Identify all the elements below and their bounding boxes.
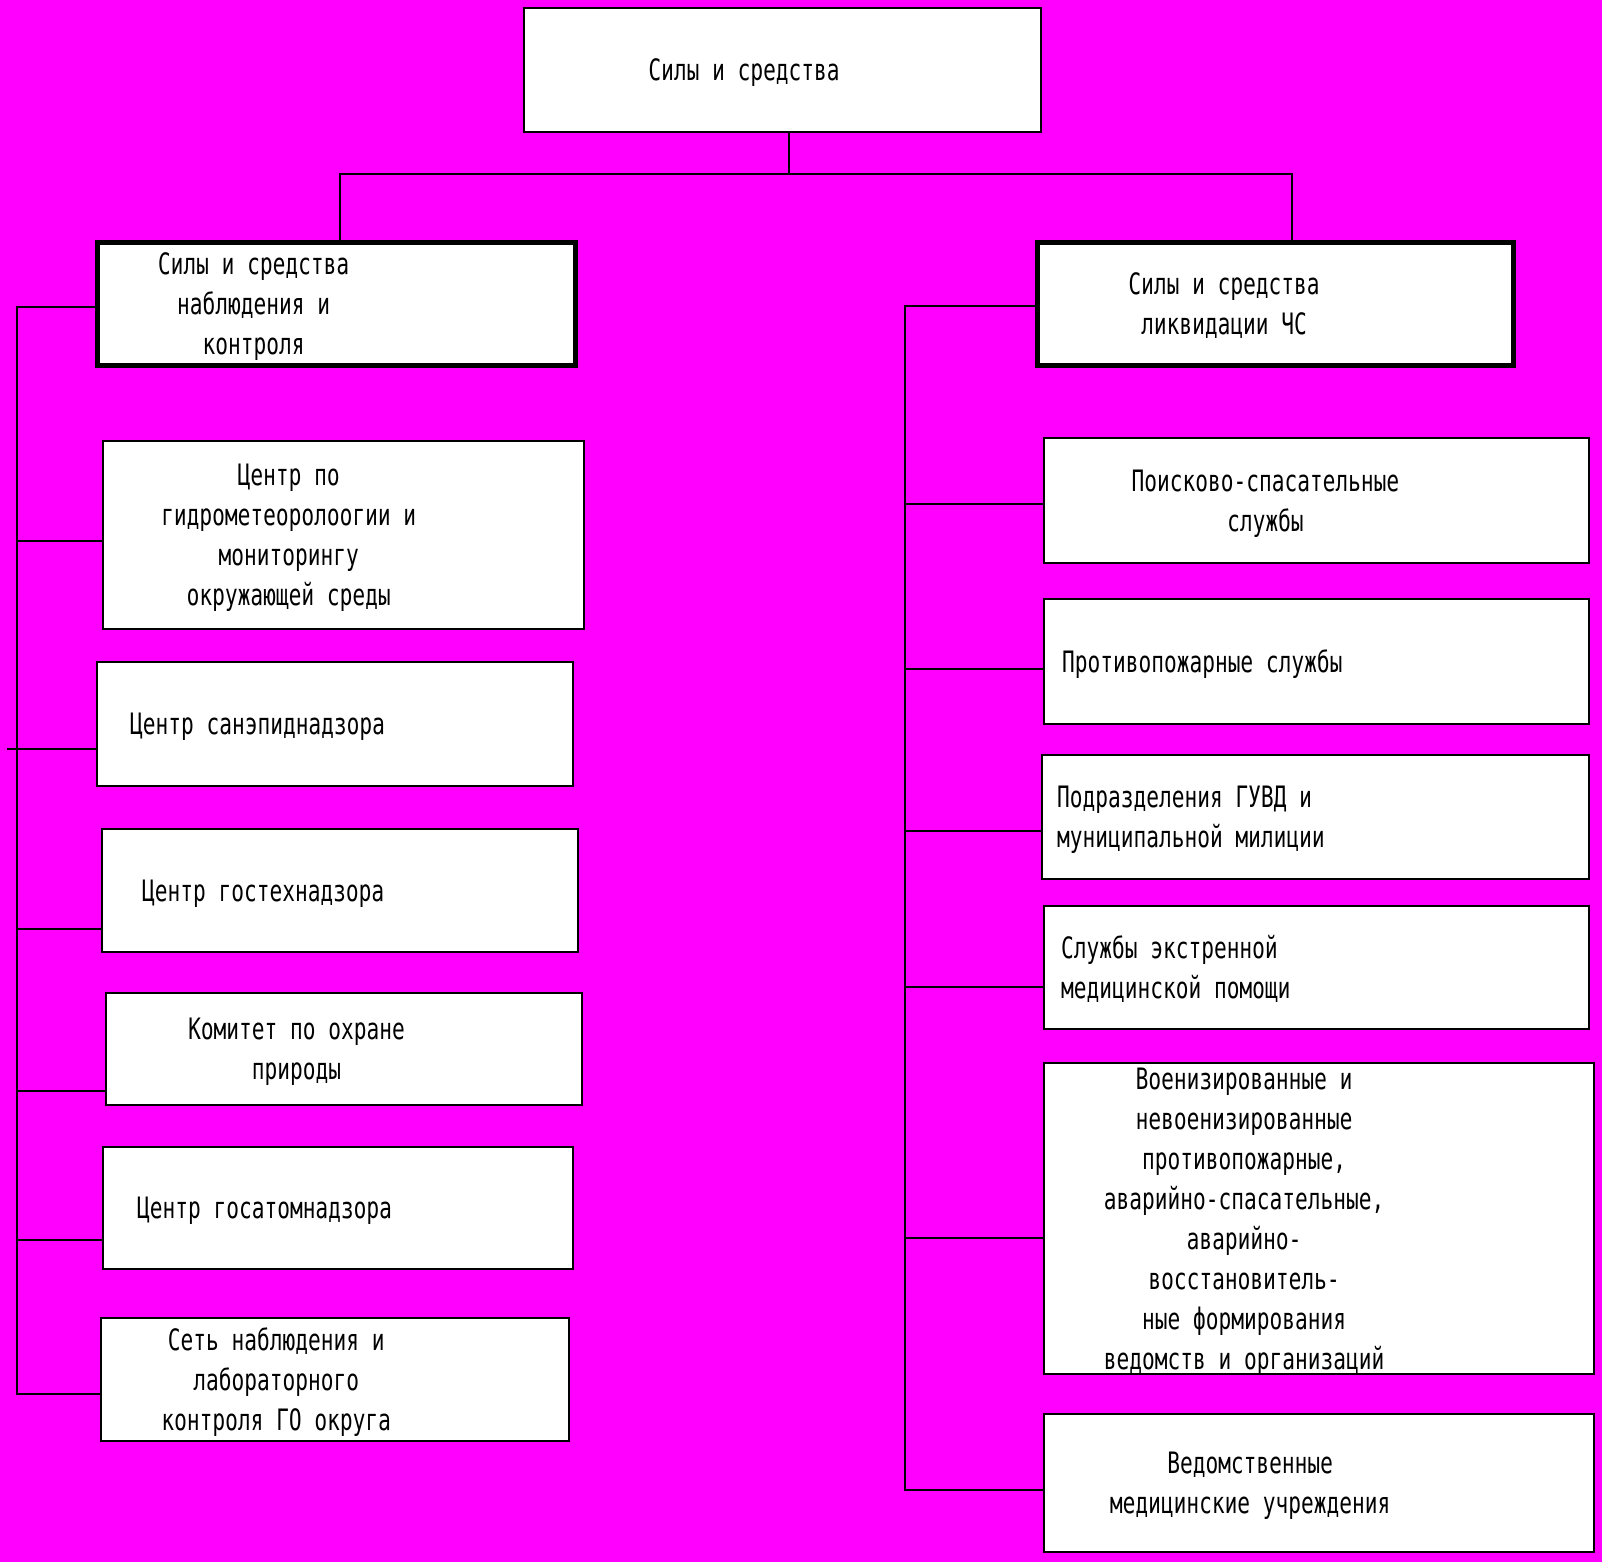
node-nature-protection-committee: Комитет по охране природы: [105, 992, 583, 1106]
connector-left-stub-3: [16, 928, 101, 930]
node-label: Комитет по охране природы: [187, 1012, 405, 1086]
node-label: Ведомственные медицинские учреждения: [1109, 1446, 1391, 1520]
connector-root-vertical: [788, 133, 790, 173]
node-observation-control-forces-header: Силы и средства наблюдения и контроля: [95, 240, 578, 368]
connector-left-stub-1: [16, 540, 102, 542]
connector-right-trunk: [904, 305, 906, 1490]
node-sanepidnadzor-center: Центр санэпиднадзора: [96, 661, 574, 787]
connector-left-trunk: [16, 306, 18, 1394]
connector-right-branch-drop: [1291, 173, 1293, 240]
connector-left-stub-header: [16, 306, 95, 308]
node-departmental-medical-institutions: Ведомственные медицинские учреждения: [1043, 1413, 1595, 1553]
node-label: Силы и средства: [647, 53, 840, 87]
connector-left-stub-2: [7, 748, 96, 750]
node-label: Центр гостехнадзора: [142, 873, 385, 908]
node-search-rescue-services: Поисково-спасательные службы: [1043, 437, 1590, 564]
node-gosatomnadzor-center: Центр госатомнадзора: [102, 1146, 574, 1270]
connector-left-stub-5: [16, 1239, 102, 1241]
connector-right-stub-2: [904, 668, 1043, 670]
connector-left-branch-drop: [339, 173, 341, 240]
node-label: Подразделения ГУВД и муниципальной милиц…: [1057, 780, 1325, 854]
node-guvd-municipal-militia-units: Подразделения ГУВД и муниципальной милиц…: [1041, 754, 1590, 880]
node-label: Поисково-спасательные службы: [1131, 463, 1400, 538]
connector-right-stub-1: [904, 503, 1043, 505]
node-label: Силы и средства ликвидации ЧС: [1127, 267, 1320, 341]
connector-right-stub-5: [904, 1237, 1043, 1239]
node-forces-and-means-root: Силы и средства: [523, 7, 1042, 133]
node-gostekhnadzor-center: Центр гостехнадзора: [101, 828, 579, 953]
connector-right-stub-3: [904, 830, 1041, 832]
node-hydrometeorology-monitoring-center: Центр по гидрометеоролоогии и мониторинг…: [102, 440, 585, 630]
node-label: Силы и средства наблюдения и контроля: [157, 247, 350, 361]
connector-left-stub-4: [16, 1090, 105, 1092]
node-militarized-rescue-formations: Военизированные и невоенизированные прот…: [1043, 1062, 1595, 1376]
node-label: Центр по гидрометеоролоогии и мониторинг…: [161, 458, 416, 612]
connector-branch-split: [339, 173, 1293, 175]
connector-right-stub-6: [904, 1489, 1043, 1491]
connector-left-stub-6: [16, 1393, 100, 1395]
node-label: Военизированные и невоенизированные прот…: [1103, 1061, 1385, 1376]
node-label: Сеть наблюдения и лабораторного контроля…: [161, 1322, 391, 1437]
node-label: Службы экстренной медицинской помощи: [1061, 930, 1291, 1005]
node-label: Центр санэпиднадзора: [130, 707, 385, 741]
node-label: Центр госатомнадзора: [137, 1191, 392, 1225]
node-label: Противопожарные службы: [1062, 644, 1343, 679]
node-emergency-medical-services: Службы экстренной медицинской помощи: [1043, 905, 1590, 1030]
node-observation-lab-control-network: Сеть наблюдения и лабораторного контроля…: [100, 1317, 570, 1442]
connector-right-stub-4: [904, 986, 1043, 988]
node-fire-services: Противопожарные службы: [1043, 598, 1590, 725]
node-emergency-liquidation-forces-header: Силы и средства ликвидации ЧС: [1035, 240, 1516, 368]
connector-right-stub-header: [904, 305, 1035, 307]
